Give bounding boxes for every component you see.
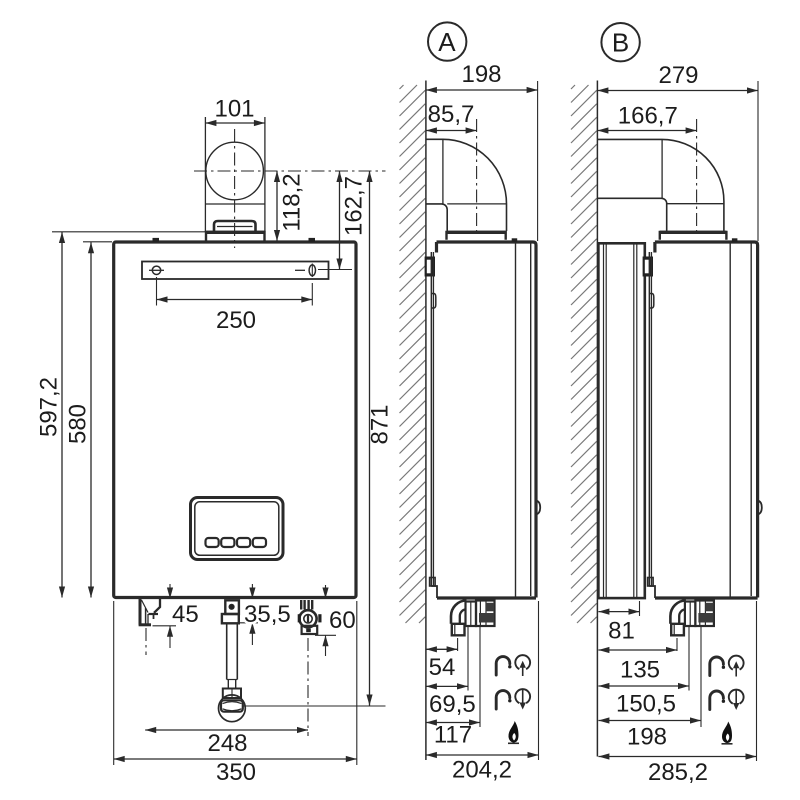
svg-text:B: B [612,27,629,57]
svg-text:35,5: 35,5 [244,601,291,628]
svg-text:85,7: 85,7 [428,101,475,128]
svg-text:54: 54 [429,654,456,681]
svg-text:135: 135 [620,657,660,684]
svg-text:150,5: 150,5 [616,691,676,718]
svg-text:101: 101 [214,96,254,123]
svg-text:250: 250 [216,307,256,334]
svg-text:198: 198 [461,61,501,88]
svg-text:166,7: 166,7 [618,103,678,130]
svg-text:597,2: 597,2 [36,377,63,437]
svg-text:279: 279 [658,62,698,89]
svg-text:285,2: 285,2 [648,759,708,786]
svg-text:580: 580 [65,404,92,444]
svg-text:A: A [438,27,456,57]
svg-text:871: 871 [367,404,394,444]
svg-text:204,2: 204,2 [452,757,512,784]
svg-text:69,5: 69,5 [429,691,476,718]
svg-text:350: 350 [216,759,256,786]
svg-text:45: 45 [172,601,199,628]
svg-text:118,2: 118,2 [279,173,306,231]
svg-text:81: 81 [608,618,635,645]
svg-text:198: 198 [627,724,667,751]
svg-text:248: 248 [207,730,247,757]
svg-text:162,7: 162,7 [341,176,368,236]
svg-text:117: 117 [434,722,472,749]
svg-text:60: 60 [329,607,356,634]
